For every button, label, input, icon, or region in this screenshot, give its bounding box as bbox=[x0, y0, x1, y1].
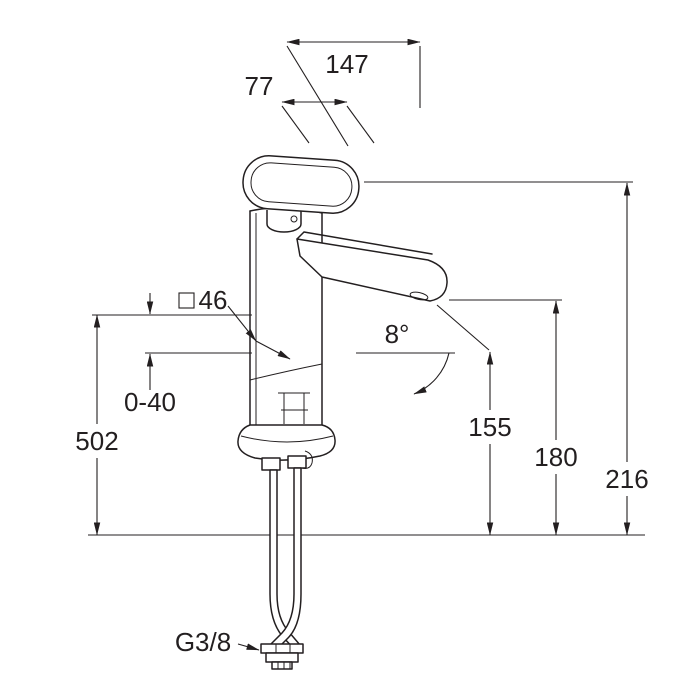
dim-46-label: 46 bbox=[199, 285, 228, 315]
dim-147-label: 147 bbox=[325, 49, 368, 79]
aerator bbox=[409, 291, 429, 301]
handle-outline bbox=[242, 155, 360, 214]
dim-180-label: 180 bbox=[534, 442, 577, 472]
dimension-180: 180 bbox=[449, 299, 578, 536]
dim-216-label: 216 bbox=[605, 464, 648, 494]
dimension-502: 502 bbox=[75, 314, 119, 536]
dim-0-40-label: 0-40 bbox=[124, 387, 176, 417]
g38-leader-arrow bbox=[237, 643, 260, 651]
handle-top-face bbox=[250, 162, 353, 207]
faucet-body bbox=[249, 206, 323, 426]
angle-8-label: 8° bbox=[385, 319, 410, 349]
faucet-handle bbox=[242, 155, 360, 214]
faucet-cartridge bbox=[266, 210, 302, 233]
faucet-base bbox=[237, 424, 336, 471]
dim-502-label: 502 bbox=[75, 426, 118, 456]
dimension-147: 147 bbox=[286, 38, 421, 147]
thread-g38-annotation: G3/8 bbox=[175, 627, 260, 657]
faucet-spout bbox=[296, 231, 448, 302]
dimension-155: 155 bbox=[436, 304, 512, 536]
dimension-216: 216 bbox=[364, 181, 649, 536]
dimension-0-40: 0-40 bbox=[92, 293, 252, 417]
square-symbol bbox=[178, 292, 195, 309]
supply-hoses bbox=[269, 467, 302, 651]
angle-arc-arrow bbox=[413, 352, 450, 395]
dimension-square-46: 46 bbox=[178, 285, 291, 360]
dim-77-label: 77 bbox=[245, 71, 274, 101]
hose-fitting bbox=[260, 643, 304, 670]
thread-g38-label: G3/8 bbox=[175, 627, 231, 657]
dim-155-label: 155 bbox=[468, 412, 511, 442]
angle-8-annotation: 8° bbox=[356, 319, 455, 395]
dimension-77: 77 bbox=[245, 71, 375, 144]
